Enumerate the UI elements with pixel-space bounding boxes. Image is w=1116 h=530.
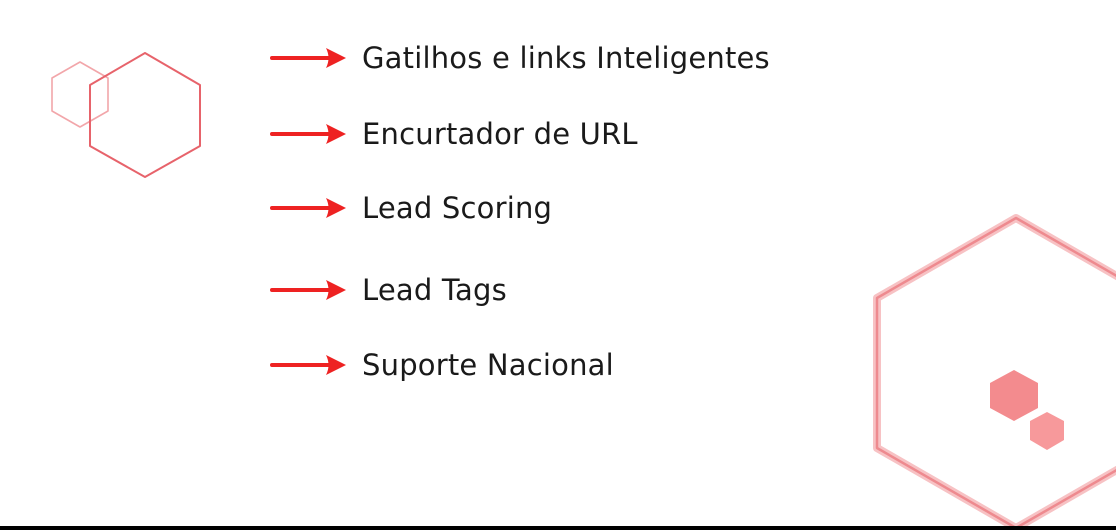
arrow-right-icon: [270, 124, 346, 144]
hexagon-cluster-top-left: [51, 52, 201, 178]
large-hexagon-icon: [89, 52, 201, 178]
filled-hexagon-large-icon: [990, 370, 1038, 421]
feature-item: Lead Scoring: [268, 188, 552, 228]
arrow-right-icon: [270, 48, 346, 68]
feature-label: Gatilhos e links Inteligentes: [362, 41, 770, 75]
feature-item: Gatilhos e links Inteligentes: [268, 38, 770, 78]
feature-item: Suporte Nacional: [268, 345, 614, 385]
small-hexagon-icon: [51, 61, 109, 128]
feature-item: Lead Tags: [268, 270, 507, 310]
arrow-right-icon: [270, 198, 346, 218]
feature-item: Encurtador de URL: [268, 114, 638, 154]
feature-label: Suporte Nacional: [362, 348, 614, 382]
filled-hexagon-small-icon: [1030, 412, 1064, 450]
bottom-bar: [0, 526, 1116, 530]
feature-label: Lead Scoring: [362, 191, 553, 225]
arrow-right-icon: [270, 355, 346, 375]
feature-label: Encurtador de URL: [362, 117, 638, 151]
arrow-right-icon: [270, 280, 346, 300]
feature-label: Lead Tags: [362, 273, 507, 307]
